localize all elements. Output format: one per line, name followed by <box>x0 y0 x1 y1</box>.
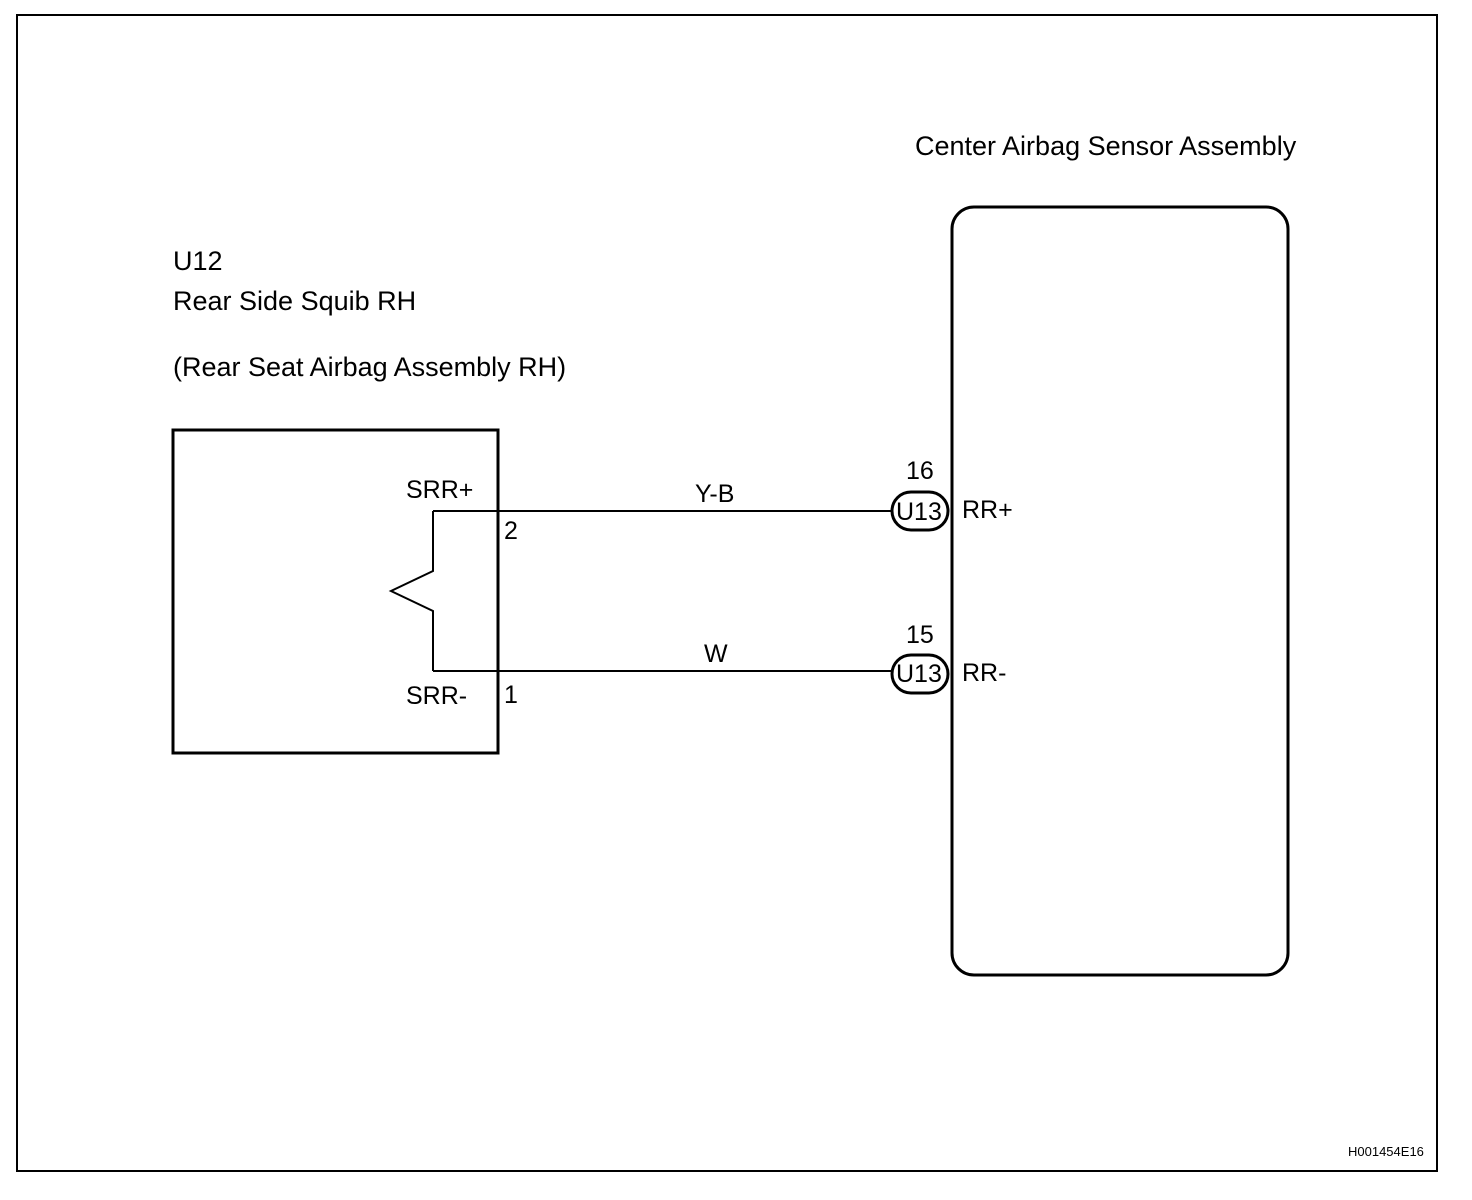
squib-code: U12 <box>173 246 223 276</box>
sensor-pin-plus-number: 16 <box>906 457 934 485</box>
squib-pin-plus-number: 2 <box>504 517 518 545</box>
connector-minus-label: U13 <box>896 660 942 688</box>
connector-minus <box>890 653 950 695</box>
sensor-pin-plus-name: RR+ <box>962 496 1013 524</box>
squib-pin-plus-name: SRR+ <box>406 476 474 504</box>
sensor-name: Center Airbag Sensor Assembly <box>915 131 1297 161</box>
connector-plus <box>890 490 950 532</box>
diagram-frame <box>16 14 1438 1172</box>
figure-code: H001454E16 <box>1348 1144 1424 1159</box>
sensor-pin-minus-number: 15 <box>906 621 934 649</box>
sensor-box <box>950 205 1290 977</box>
squib-pin-minus-name: SRR- <box>406 682 468 710</box>
squib-element-symbol <box>388 511 434 671</box>
squib-box <box>171 428 500 755</box>
squib-assembly: (Rear Seat Airbag Assembly RH) <box>173 352 567 382</box>
squib-name: Rear Side Squib RH <box>173 286 417 316</box>
wire-minus-color: W <box>704 640 728 668</box>
squib-pin-minus-number: 1 <box>504 681 518 709</box>
wire-plus-color: Y-B <box>695 480 735 508</box>
connector-plus-label: U13 <box>896 498 942 526</box>
sensor-pin-minus-name: RR- <box>962 659 1007 687</box>
